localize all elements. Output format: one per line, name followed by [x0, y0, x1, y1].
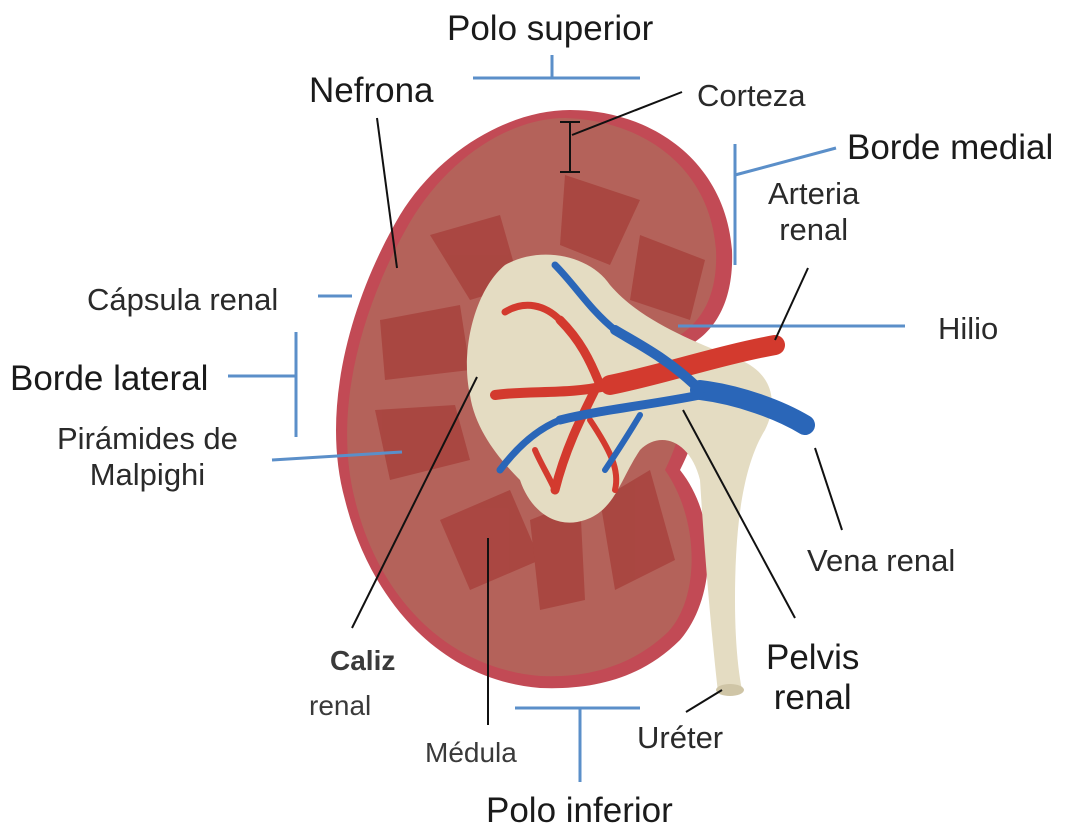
- label-ureter: Uréter: [637, 720, 723, 756]
- label-polo-inferior: Polo inferior: [486, 791, 673, 831]
- caliz-renal-pointer: [352, 377, 477, 628]
- label-piramides-malpighi: Pirámides de Malpighi: [57, 421, 238, 492]
- label-vena-renal: Vena renal: [807, 543, 955, 579]
- label-caliz-line1: Caliz: [330, 645, 395, 677]
- label-caliz-line2: renal: [309, 690, 371, 722]
- label-arteria-renal: Arteria renal: [768, 176, 859, 247]
- label-piramides-line2: Malpighi: [57, 457, 238, 493]
- label-capsula-renal: Cápsula renal: [87, 282, 278, 318]
- label-pelvis-line2: renal: [766, 678, 859, 718]
- borde-lateral-bracket: [228, 332, 296, 437]
- label-borde-medial: Borde medial: [847, 128, 1053, 168]
- arteria-renal-pointer: [775, 268, 808, 340]
- label-medula: Médula: [425, 737, 517, 769]
- corteza-pointer: [572, 92, 682, 135]
- pelvis-renal-pointer: [683, 410, 795, 618]
- polo-inferior-bracket: [515, 708, 640, 782]
- label-piramides-line1: Pirámides de: [57, 421, 238, 457]
- polo-superior-bracket: [473, 55, 640, 78]
- label-borde-lateral: Borde lateral: [10, 359, 208, 399]
- label-pelvis-line1: Pelvis: [766, 638, 859, 678]
- ureter-pointer: [686, 690, 722, 712]
- piramides-line: [272, 452, 402, 460]
- label-corteza: Corteza: [697, 78, 806, 114]
- nefrona-pointer: [377, 118, 397, 268]
- label-hilio: Hilio: [938, 311, 998, 347]
- corteza-thickness: [560, 122, 580, 172]
- label-nefrona: Nefrona: [309, 71, 434, 111]
- label-polo-superior: Polo superior: [447, 9, 653, 49]
- label-pelvis-renal: Pelvis renal: [766, 638, 859, 719]
- vena-renal-pointer: [815, 448, 842, 530]
- label-arteria-renal-line1: Arteria: [768, 176, 859, 212]
- label-arteria-renal-line2: renal: [768, 212, 859, 248]
